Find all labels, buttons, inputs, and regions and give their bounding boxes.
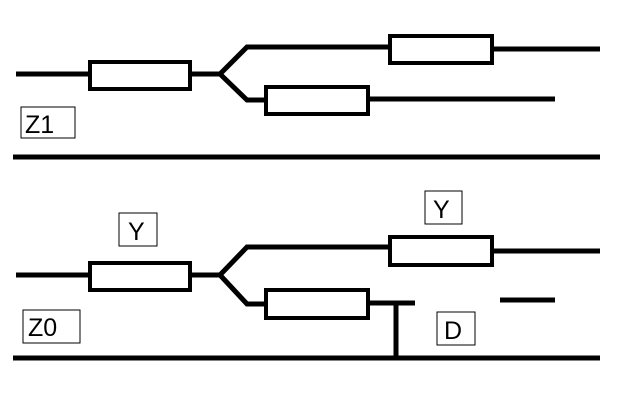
upper-branch-bottom-impedance: [264, 85, 370, 116]
component-label-y-right: Y: [424, 190, 463, 225]
svg-text:Y: Y: [433, 196, 450, 224]
upper-input-impedance: [88, 60, 192, 91]
svg-text:Z1: Z1: [25, 111, 54, 139]
upper-branch-bottom-wire: [218, 72, 266, 103]
upper-branch-top-impedance: [388, 34, 494, 65]
lower-branch-top-wire: [218, 244, 390, 277]
svg-text:Z0: Z0: [28, 314, 57, 342]
upper-branch-top-wire: [218, 44, 390, 76]
svg-text:Y: Y: [128, 218, 145, 246]
lower-network: Z0 Y Y D: [13, 190, 600, 361]
lower-branch-top-impedance: [388, 235, 494, 267]
component-label-y-left: Y: [118, 212, 158, 247]
lower-branch-bottom-impedance: [264, 288, 370, 320]
lower-section-label: Z0: [22, 309, 81, 344]
upper-network: Z1: [13, 34, 600, 160]
lower-input-impedance: [88, 261, 192, 292]
upper-section-label: Z1: [20, 106, 76, 139]
lower-branch-bottom-wire: [218, 273, 266, 307]
fault-label-d: D: [436, 311, 476, 346]
svg-text:D: D: [444, 317, 462, 345]
